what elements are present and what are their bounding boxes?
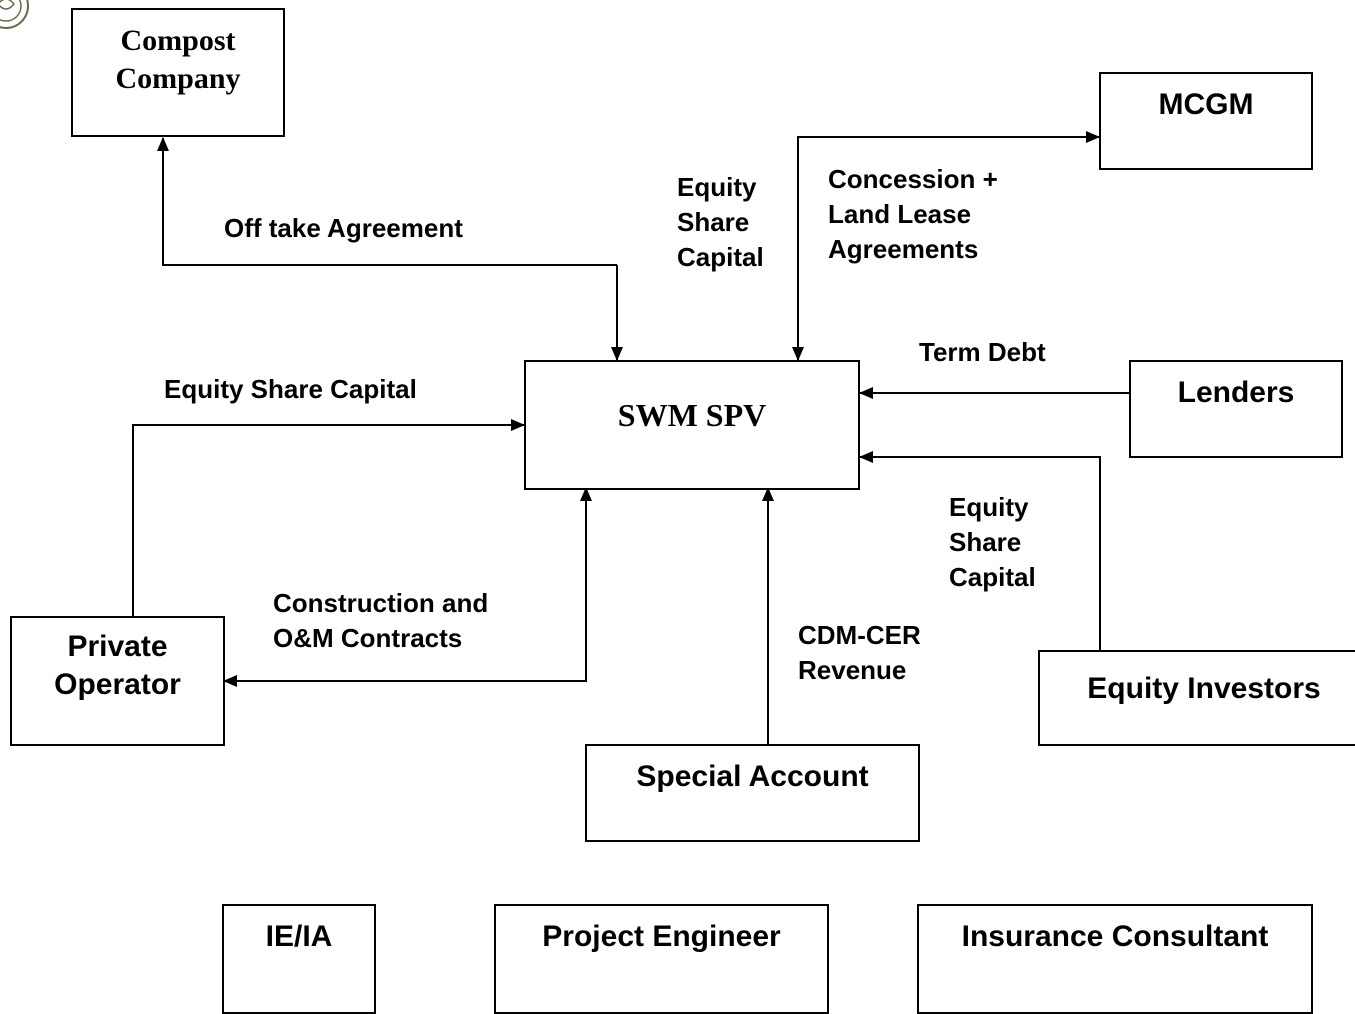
edge-label-equity-mcgm: Equity Share Capital [677,172,764,272]
node-special-account: Special Account [585,744,920,842]
node-ie-ia-label: IE/IA [265,920,333,953]
node-lenders-label: Lenders [1177,376,1295,409]
node-compost-company-label: Compost Company [115,24,241,95]
node-private-operator: Private Operator [10,616,225,746]
node-mcgm-label: MCGM [1158,88,1254,121]
emblem-seal-icon [0,0,29,29]
node-private-operator-label: Private Operator [54,630,181,701]
node-compost-company: Compost Company [71,8,285,137]
node-equity-investors: Equity Investors [1038,650,1355,746]
edge-label-off-take: Off take Agreement [224,213,463,243]
node-swm-spv: SWM SPV [524,360,860,490]
node-project-engineer-label: Project Engineer [542,920,781,953]
edge-label-cdm: CDM-CER Revenue [798,620,921,685]
node-swm-spv-label: SWM SPV [617,397,767,433]
edge-label-construction: Construction and O&M Contracts [273,588,489,653]
edge-label-equity-operator: Equity Share Capital [164,374,417,404]
node-equity-investors-label: Equity Investors [1087,672,1321,705]
edge-label-concession: Concession + Land Lease Agreements [828,164,998,264]
edge-contracts-to-operator [223,560,587,687]
node-lenders: Lenders [1129,360,1343,458]
node-insurance-consultant-label: Insurance Consultant [961,920,1269,953]
node-mcgm: MCGM [1099,72,1313,170]
edge-investors-to-spv [859,451,1101,650]
node-special-account-label: Special Account [636,760,869,793]
edge-operator-to-spv [132,419,525,616]
edge-label-equity-investors: Equity Share Capital [949,492,1036,592]
edge-spv-to-mcgm [797,131,1100,250]
node-project-engineer: Project Engineer [494,904,829,1014]
edge-off-take-to-compost [157,137,617,266]
node-insurance-consultant: Insurance Consultant [917,904,1313,1014]
edge-label-term-debt: Term Debt [919,337,1046,367]
node-ie-ia: IE/IA [222,904,376,1014]
